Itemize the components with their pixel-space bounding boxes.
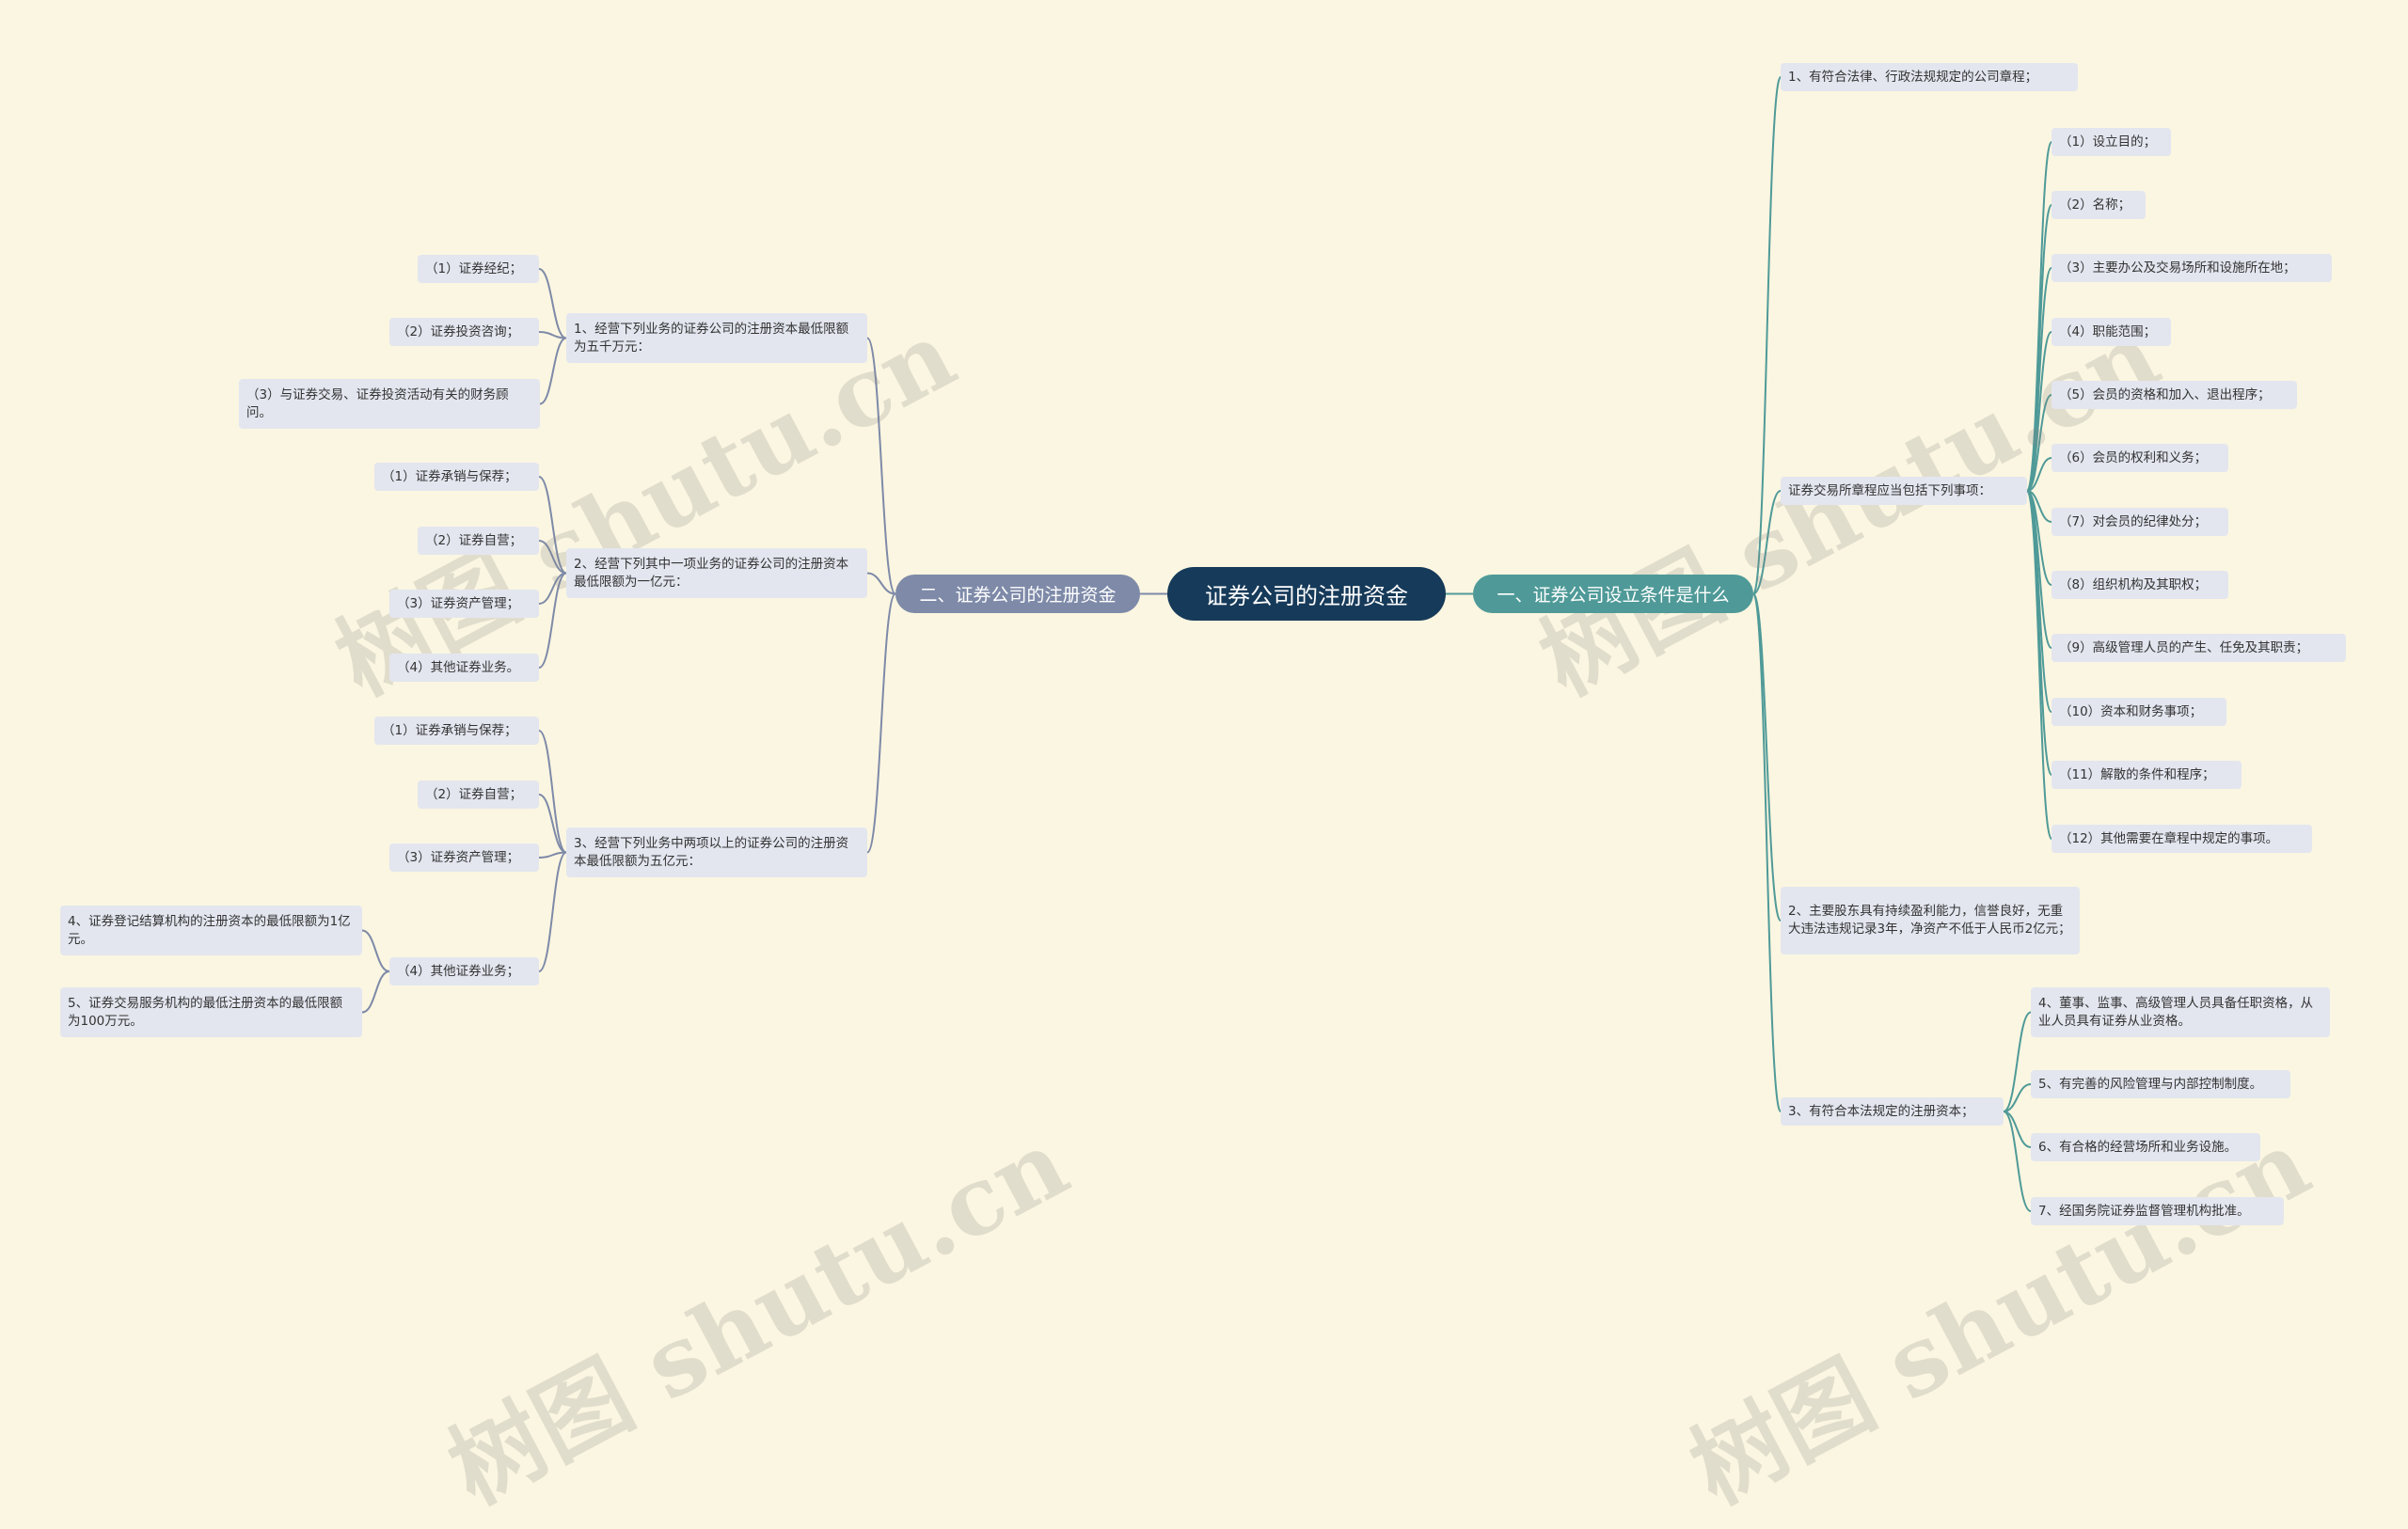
right-item-3[interactable]: 3、有符合本法规定的注册资本； bbox=[1781, 1097, 2004, 1126]
connector-left-1-child-1 bbox=[538, 268, 567, 339]
connector-right-item-2 bbox=[1752, 592, 1782, 922]
left-1-child-1[interactable]: （1）证券经纪； bbox=[418, 255, 539, 283]
connector-charter-item-4 bbox=[2026, 331, 2052, 492]
connector-right-item-3 bbox=[1752, 592, 1782, 1112]
charter-item-6[interactable]: （6）会员的权利和义务； bbox=[2052, 444, 2228, 472]
connector-left-3-child-4 bbox=[538, 851, 567, 972]
charter-item-3[interactable]: （3）主要办公及交易场所和设施所在地； bbox=[2052, 254, 2332, 282]
charter-item-11[interactable]: （11）解散的条件和程序； bbox=[2052, 761, 2242, 789]
connector-right-item-exchange-charter bbox=[1752, 490, 1782, 595]
connector-left-item-2 bbox=[866, 572, 896, 595]
left-2-child-4[interactable]: （4）其他证券业务。 bbox=[389, 654, 539, 682]
root-topic[interactable]: 证券公司的注册资金 bbox=[1167, 567, 1446, 621]
right-item-2[interactable]: 2、主要股东具有持续盈利能力，信誉良好，无重大违法违规记录3年，净资产不低于人民… bbox=[1781, 887, 2080, 954]
connector-right-item-1 bbox=[1752, 76, 1782, 595]
connector-left-2-child-2 bbox=[538, 540, 567, 575]
connector-charter-item-6 bbox=[2026, 457, 2052, 492]
branch-registered-capital[interactable]: 二、证券公司的注册资金 bbox=[895, 575, 1140, 613]
connector-left-2-child-1 bbox=[538, 476, 567, 575]
connector-left-1-child-3 bbox=[539, 337, 567, 405]
left-item-2[interactable]: 2、经营下列其中一项业务的证券公司的注册资本最低限额为一亿元： bbox=[566, 548, 867, 598]
left-2-child-2[interactable]: （2）证券自营； bbox=[418, 527, 539, 555]
charter-item-2[interactable]: （2）名称； bbox=[2052, 191, 2146, 219]
condition-item-5[interactable]: 5、有完善的风险管理与内部控制制度。 bbox=[2031, 1070, 2290, 1098]
connector-charter-item-5 bbox=[2026, 394, 2052, 492]
connector-left-3-4-sub-2 bbox=[361, 970, 390, 1014]
charter-item-1[interactable]: （1）设立目的； bbox=[2052, 128, 2171, 156]
charter-item-10[interactable]: （10）资本和财务事项； bbox=[2052, 698, 2226, 726]
charter-item-4[interactable]: （4）职能范围； bbox=[2052, 318, 2171, 346]
connector-left-3-child-3 bbox=[538, 851, 567, 859]
left-1-child-3[interactable]: （3）与证券交易、证券投资活动有关的财务顾问。 bbox=[239, 379, 540, 429]
left-3-child-1[interactable]: （1）证券承销与保荐； bbox=[374, 717, 539, 745]
left-3-4-sub-1[interactable]: 4、证券登记结算机构的注册资本的最低限额为1亿元。 bbox=[60, 906, 362, 955]
condition-item-7[interactable]: 7、经国务院证券监督管理机构批准。 bbox=[2031, 1197, 2284, 1225]
connector-left-3-child-2 bbox=[538, 794, 567, 854]
left-item-3[interactable]: 3、经营下列业务中两项以上的证券公司的注册资本最低限额为五亿元： bbox=[566, 828, 867, 877]
condition-item-6[interactable]: 6、有合格的经营场所和业务设施。 bbox=[2031, 1133, 2260, 1161]
charter-item-5[interactable]: （5）会员的资格和加入、退出程序； bbox=[2052, 381, 2297, 409]
right-item-1[interactable]: 1、有符合法律、行政法规规定的公司章程； bbox=[1781, 63, 2078, 91]
left-3-child-3[interactable]: （3）证券资产管理； bbox=[389, 843, 539, 872]
connector-lines bbox=[361, 76, 2052, 1212]
connector-left-3-4-sub-1 bbox=[361, 929, 390, 972]
left-item-1[interactable]: 1、经营下列业务的证券公司的注册资本最低限额为五千万元： bbox=[566, 313, 867, 363]
connector-left-item-3 bbox=[866, 592, 896, 854]
connector-condition-item-7 bbox=[2003, 1111, 2032, 1212]
charter-item-9[interactable]: （9）高级管理人员的产生、任免及其职责； bbox=[2052, 634, 2346, 662]
left-2-child-1[interactable]: （1）证券承销与保荐； bbox=[374, 463, 539, 491]
connector-left-1-child-2 bbox=[538, 331, 567, 339]
connector-condition-item-4 bbox=[2003, 1011, 2032, 1112]
connector-left-item-1 bbox=[866, 337, 896, 595]
connector-condition-item-5 bbox=[2003, 1083, 2032, 1112]
connector-left-3-child-1 bbox=[538, 730, 567, 854]
left-1-child-2[interactable]: （2）证券投资咨询； bbox=[389, 318, 539, 346]
branch-conditions[interactable]: 一、证券公司设立条件是什么 bbox=[1473, 575, 1753, 613]
condition-item-4[interactable]: 4、董事、监事、高级管理人员具备任职资格，从业人员具有证券从业资格。 bbox=[2031, 987, 2330, 1037]
charter-item-8[interactable]: （8）组织机构及其职权； bbox=[2052, 571, 2228, 599]
connector-left-2-child-4 bbox=[538, 572, 567, 669]
left-3-child-4[interactable]: （4）其他证券业务； bbox=[389, 957, 539, 985]
charter-item-7[interactable]: （7）对会员的纪律处分； bbox=[2052, 508, 2228, 536]
charter-item-12[interactable]: （12）其他需要在章程中规定的事项。 bbox=[2052, 825, 2312, 853]
left-2-child-3[interactable]: （3）证券资产管理； bbox=[389, 590, 539, 618]
right-item-exchange-charter[interactable]: 证券交易所章程应当包括下列事项： bbox=[1781, 477, 2027, 505]
left-3-4-sub-2[interactable]: 5、证券交易服务机构的最低注册资本的最低限额为100万元。 bbox=[60, 987, 362, 1037]
connector-charter-item-12 bbox=[2026, 490, 2052, 840]
left-3-child-2[interactable]: （2）证券自营； bbox=[418, 780, 539, 809]
